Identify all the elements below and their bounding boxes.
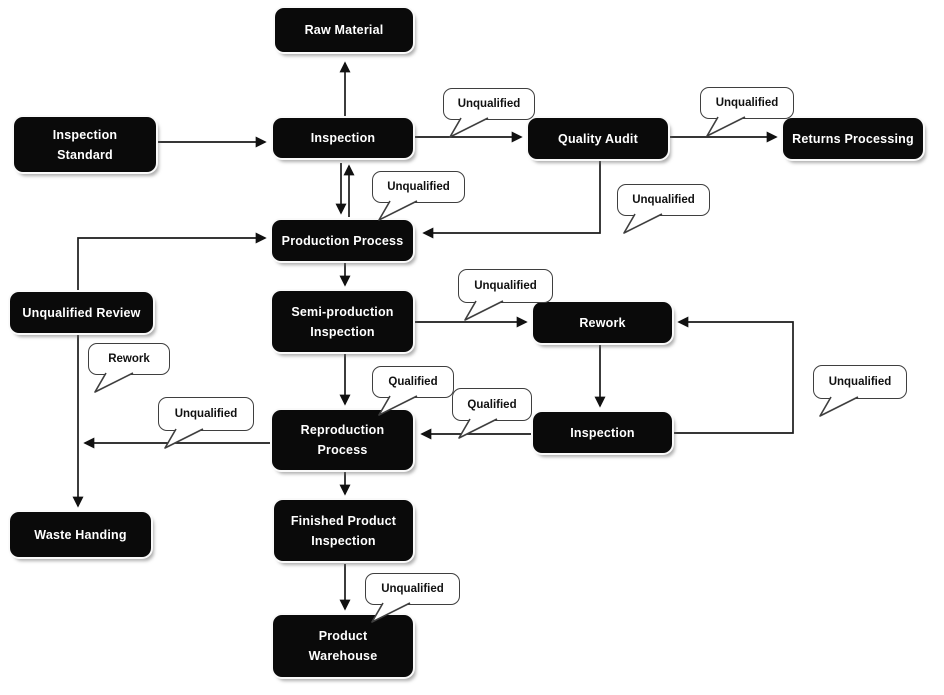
node-inspection-1: Inspection <box>273 118 413 158</box>
node-reproduction-process: Reproduction Process <box>272 410 413 470</box>
node-unqualified-review: Unqualified Review <box>10 292 153 333</box>
callout-tail <box>458 418 498 439</box>
callout-rework-review-path: Rework <box>88 343 170 393</box>
callout-label: Unqualified <box>828 376 892 388</box>
callout-tail <box>706 116 746 137</box>
callout-label: Unqualified <box>174 408 238 420</box>
node-production-process: Production Process <box>272 220 413 261</box>
callout-label: Unqualified <box>632 194 695 206</box>
callout-qualified-inspection2-to-reproduction: Qualified <box>452 388 532 439</box>
callout-unqualified-reproduction-to-review-line: Unqualified <box>158 397 254 449</box>
callout-unqualified-semi-to-rework: Unqualified <box>458 269 553 321</box>
callout-tail <box>449 117 489 138</box>
callout-label: Unqualified <box>474 280 537 292</box>
edge-inspection2-to-rework-loop <box>673 316 794 434</box>
callout-unqualified-quality-audit-to-production: Unqualified <box>617 184 710 234</box>
edge-review-to-production <box>77 232 267 291</box>
node-waste-handing: Waste Handing <box>10 512 151 557</box>
callout-unqualified-inspection-production: Unqualified <box>372 171 465 221</box>
callout-tail <box>94 372 134 393</box>
node-product-warehouse: Product Warehouse <box>273 615 413 677</box>
node-quality-audit: Quality Audit <box>528 118 668 159</box>
node-inspection-2: Inspection <box>533 412 672 453</box>
callout-tail <box>378 395 418 416</box>
callout-qualified-semi-to-reproduction: Qualified <box>372 366 454 416</box>
node-semi-production-inspection: Semi-production Inspection <box>272 291 413 352</box>
callout-tail <box>623 213 663 234</box>
callout-label: Unqualified <box>381 583 444 595</box>
callout-tail <box>164 428 204 449</box>
node-inspection-standard: Inspection Standard <box>14 117 156 172</box>
callout-tail <box>371 602 411 623</box>
callout-label: Rework <box>108 353 150 365</box>
node-finished-product-inspection: Finished Product Inspection <box>274 500 413 561</box>
callout-tail <box>464 300 504 321</box>
callout-label: Unqualified <box>715 97 779 109</box>
callout-unqualified-inspection2-to-rework: Unqualified <box>813 365 907 417</box>
callout-label: Qualified <box>388 376 438 388</box>
callout-label: Unqualified <box>387 181 450 193</box>
callout-label: Qualified <box>467 398 517 411</box>
node-rework: Rework <box>533 302 672 343</box>
node-returns-processing: Returns Processing <box>783 118 923 159</box>
callout-label: Unqualified <box>457 98 521 110</box>
callout-unqualified-finished-to-warehouse: Unqualified <box>365 573 460 623</box>
edge-quality-audit-to-production <box>422 161 601 239</box>
callout-tail <box>378 200 418 221</box>
callout-tail <box>819 396 859 417</box>
node-raw-material: Raw Material <box>275 8 413 52</box>
callout-unqualified-inspection-to-quality-audit: Unqualified <box>443 88 535 138</box>
callout-unqualified-quality-audit-to-returns: Unqualified <box>700 87 794 137</box>
